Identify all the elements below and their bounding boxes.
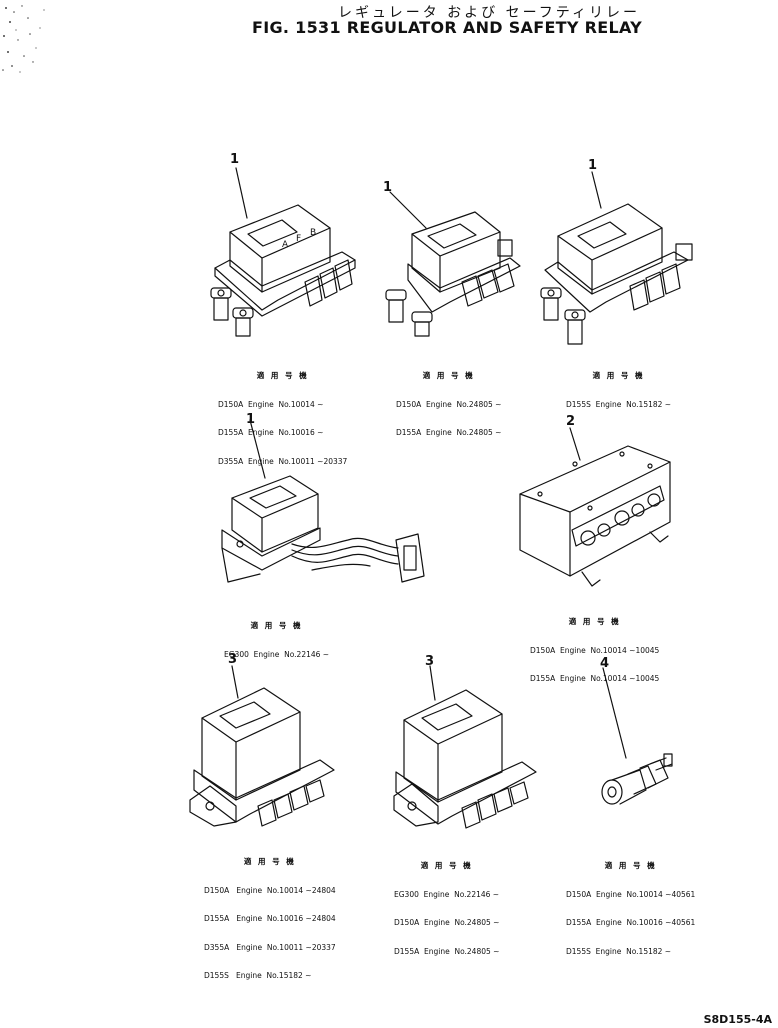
applicability-line: D155A Engine No.10014 ~10045 [530,674,660,683]
applicability-header: 適 用 号 機 [592,371,645,380]
callout-1a: 1 [230,152,240,167]
applicability-1d: 適 用 号 機 EG300 Engine No.22146 ~ [224,602,329,669]
applicability-1b: 適 用 号 機 D150A Engine No.24805 ~ D155A En… [396,352,501,447]
applicability-line: EG300 Engine No.22146 ~ [394,889,500,899]
scan-noise [2,5,45,73]
applicability-line: D155S Engine No.15182 ~ [566,399,672,409]
applicability-line: D155A Engine No.10016 ~40561 [566,918,696,927]
applicability-line: D150A Engine No.10014 ~ [218,399,324,409]
applicability-line: D355A Engine No.10011 ~20337 [204,942,336,952]
callout-3a: 3 [228,652,238,667]
applicability-line: D155S Engine No.15182 ~ [204,971,312,980]
safety-switch-4 [601,667,673,805]
applicability-line: D155A Engine No.24805 ~ [396,428,502,437]
applicability-3b: 適 用 号 機 EG300 Engine No.22146 ~ D150A En… [394,842,499,966]
applicability-line: D155A Engine No.24805 ~ [394,946,500,956]
regulator-relay-1b [385,191,521,337]
safety-relay-box-2 [519,427,671,587]
drawing-code: S8D155-4A [703,1013,772,1026]
applicability-1c: 適 用 号 機 D155S Engine No.15182 ~ [566,352,671,419]
callout-2: 2 [566,414,576,429]
applicability-header: 適 用 号 機 [256,371,309,380]
applicability-line: EG300 Engine No.22146 ~ [224,649,330,659]
applicability-header: 適 用 号 機 [243,857,296,866]
applicability-line: D150A Engine No.24805 ~ [394,918,500,927]
relay-marking-a: A [282,240,289,250]
applicability-header: 適 用 号 機 [604,861,657,870]
applicability-line: D150A Engine No.24805 ~ [396,399,502,409]
applicability-line: D150A Engine No.10014 ~24804 [204,885,336,895]
applicability-line: D355A Engine No.10011 ~20337 [218,456,348,466]
applicability-2: 適 用 号 機 D150A Engine No.10014 ~10045 D15… [530,598,659,693]
regulator-relay-3a [189,665,335,827]
applicability-3a: 適 用 号 機 D150A Engine No.10014 ~24804 D15… [204,838,336,990]
applicability-line: D150A Engine No.10014 ~10045 [530,645,660,655]
regulator-relay-1c [540,171,693,345]
applicability-header: 適 用 号 機 [568,617,621,626]
relay-marking-b: B [310,228,317,238]
callout-1b: 1 [383,180,393,195]
callout-1c: 1 [588,158,598,173]
regulator-relay-1d [221,419,425,583]
applicability-line: D155A Engine No.10016 ~ [218,428,324,437]
applicability-line: D155S Engine No.15182 ~ [566,946,672,956]
applicability-1a: 適 用 号 機 D150A Engine No.10014 ~ D155A En… [218,352,347,476]
relay-marking-f: F [296,234,302,244]
applicability-line: D150A Engine No.10014 ~40561 [566,889,696,899]
callout-4: 4 [600,656,610,671]
figure-title: FIG. 1531 REGULATOR AND SAFETY RELAY [252,18,643,37]
applicability-header: 適 用 号 機 [250,621,303,630]
applicability-header: 適 用 号 機 [420,861,473,870]
applicability-line: D155A Engine No.10016 ~24804 [204,914,336,923]
callout-1d: 1 [246,412,256,427]
applicability-4: 適 用 号 機 D150A Engine No.10014 ~40561 D15… [566,842,695,966]
figure-title-japanese: レギュレータ および セーフティリレー [338,5,640,21]
regulator-relay-1a [210,167,356,337]
callout-3b: 3 [425,654,435,669]
regulator-relay-3b [393,665,537,829]
applicability-header: 適 用 号 機 [422,371,475,380]
